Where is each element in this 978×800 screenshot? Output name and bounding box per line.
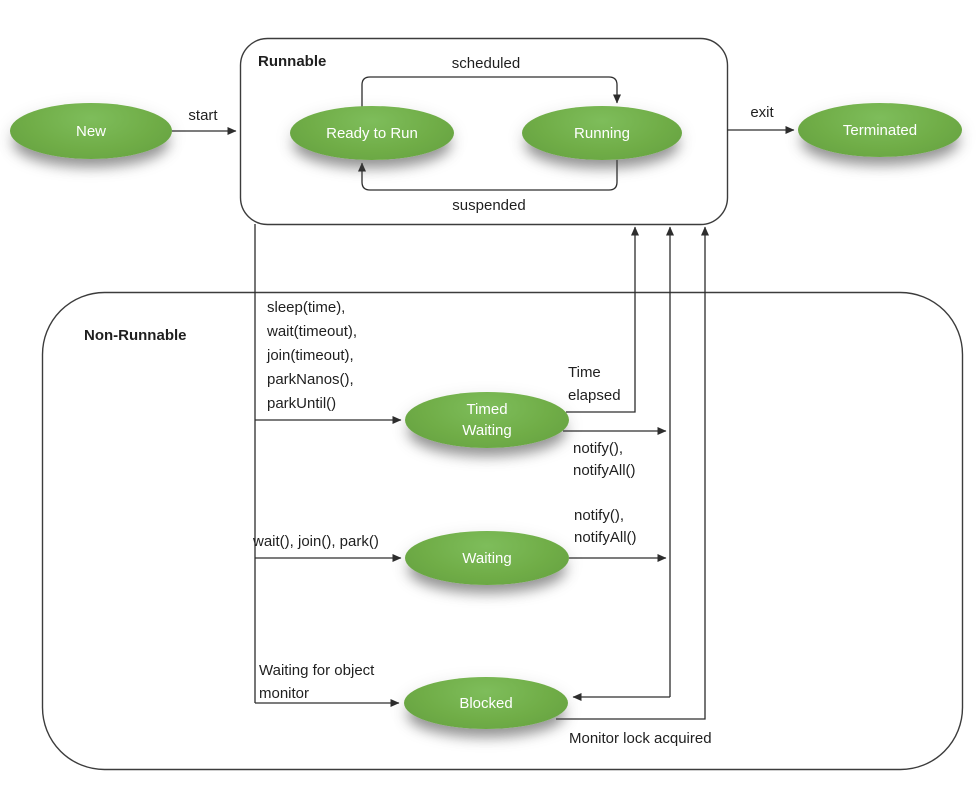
state-blocked: Blocked — [404, 677, 568, 729]
state-running: Running — [522, 106, 682, 160]
label-to-blocked: Waiting for object monitor — [259, 662, 375, 702]
state-ready-to-run: Ready to Run — [290, 106, 454, 160]
label-exit: exit — [750, 104, 774, 121]
label-monitor-lock-acquired: Monitor lock acquired — [569, 730, 712, 747]
runnable-group-box — [239, 37, 729, 226]
label-waiting-notify: notify(), notifyAll() — [574, 507, 637, 546]
label-timed-waiting-notify: notify(), notifyAll() — [573, 440, 636, 479]
state-timed-waiting: Timed Waiting — [405, 392, 569, 448]
label-suspended: suspended — [452, 197, 526, 214]
non-runnable-group-box — [41, 291, 964, 771]
arrow-suspended — [358, 160, 618, 191]
arrow-monitor-lock-acquired — [556, 226, 709, 720]
state-new: New — [10, 103, 172, 159]
label-scheduled: scheduled — [451, 55, 521, 72]
arrow-scheduled — [361, 76, 621, 107]
label-to-waiting: wait(), join(), park() — [253, 533, 379, 550]
arrow-time-elapsed — [566, 226, 639, 413]
label-time-elapsed: Time elapsed — [568, 364, 621, 404]
state-waiting: Waiting — [405, 531, 569, 585]
runnable-group-label: Runnable — [258, 53, 327, 70]
state-terminated: Terminated — [798, 103, 962, 157]
label-start: start — [188, 107, 218, 124]
label-to-timed-waiting: sleep(time), wait(timeout), join(timeout… — [267, 299, 358, 412]
non-runnable-group-label: Non-Runnable — [84, 327, 187, 344]
